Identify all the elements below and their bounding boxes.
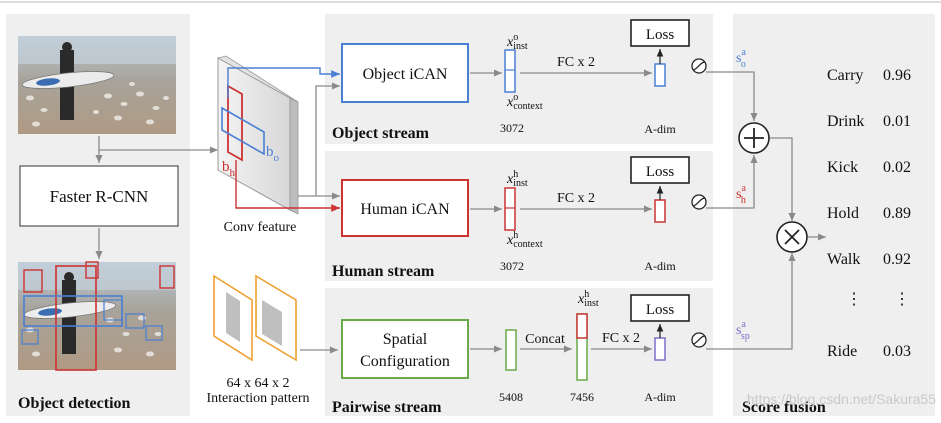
human-loss-box [630,156,690,184]
pairwise-fc-label: FC x 2 [602,331,640,346]
pairwise-output-vector [654,337,666,361]
action-score: 0.92 [883,251,911,268]
object-fc-label: FC x 2 [557,55,595,70]
fusion-title: Score fusion [742,399,826,416]
human-dim: 3072 [500,259,524,273]
interaction-size-label: 64 x 64 x 2 [227,376,290,391]
interaction-name-label: Interaction pattern [206,391,309,406]
human-feature-vector [504,187,516,231]
human-output-vector [654,199,666,223]
action-score: 0.02 [883,159,911,176]
conv-feature-block [216,55,299,215]
pairwise-stream-title: Pairwise stream [332,399,442,416]
object-loss-label: Loss [646,27,675,43]
pairwise-dim-in: 5408 [499,390,523,404]
action-score: 0.89 [883,205,911,222]
action-name: ⋮ [846,291,862,308]
human-ican-box [341,179,469,237]
action-name: Hold [827,205,859,222]
faster-rcnn-box [19,165,179,227]
action-score: 0.03 [883,343,911,360]
plus-operator-icon [738,122,770,154]
human-loss-label: Loss [646,164,675,180]
action-name: Kick [827,159,858,176]
spatial-feature-vector [505,329,517,371]
action-name: Walk [827,251,860,268]
object-dim: 3072 [500,121,524,135]
object-ican-label: Object iCAN [363,66,448,83]
action-name: Ride [827,343,857,360]
human-sigmoid-icon [691,194,707,210]
times-operator-icon [776,221,808,253]
pairwise-dim-concat: 7456 [570,390,594,404]
spatial-config-box [341,319,469,379]
spatial-config-label-1: Spatial [383,331,428,348]
pairwise-loss-label: Loss [646,302,675,318]
pairwise-sigmoid-icon [691,332,707,348]
human-fc-label: FC x 2 [557,191,595,206]
human-ican-label: Human iCAN [360,201,450,218]
pairwise-adim: A-dim [644,390,676,404]
object-output-vector [654,63,666,87]
action-name: Drink [827,113,864,130]
concat-label: Concat [525,332,565,347]
object-stream-title: Object stream [332,125,430,142]
faster-rcnn-label: Faster R-CNN [50,187,149,206]
object-loss-box [630,19,690,47]
action-name: Carry [827,67,863,84]
action-score: ⋮ [894,291,910,308]
conv-feature-label: Conv feature [224,220,297,235]
input-image [18,36,176,134]
detection-title: Object detection [18,395,131,412]
action-score: 0.96 [883,67,911,84]
action-score-list: Carry 0.96 Drink 0.01 Kick 0.02 Hold 0.8… [827,67,911,360]
object-feature-vector [504,49,516,93]
pairwise-loss-box [630,294,690,322]
action-score: 0.01 [883,113,911,130]
object-ican-box [341,43,469,103]
human-stream-title: Human stream [332,263,435,280]
b-h-label: bh [222,159,236,179]
detected-image [18,261,176,371]
human-adim: A-dim [644,259,676,273]
watermark: https://blog.csdn.net/Sakura55 [747,391,936,407]
interaction-pattern [213,274,297,362]
spatial-config-label-2: Configuration [360,353,450,370]
object-sigmoid-icon [691,58,707,74]
b-o-label: bo [266,144,280,164]
object-adim: A-dim [644,122,676,136]
